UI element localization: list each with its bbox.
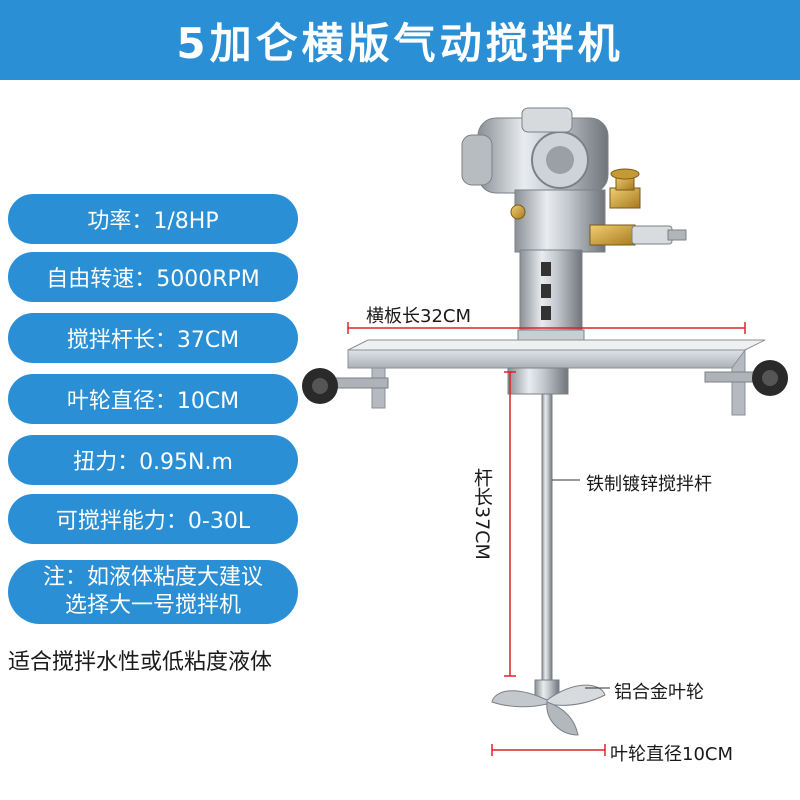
impeller-icon bbox=[491, 679, 606, 736]
spec-rod-length: 搅拌杆长：37CM bbox=[8, 313, 298, 363]
impeller-diameter-dimension bbox=[491, 744, 606, 756]
spec-impeller-diameter: 叶轮直径：10CM bbox=[8, 374, 298, 424]
mounting-plate bbox=[347, 339, 766, 416]
impeller-diameter-label: 叶轮直径10CM bbox=[610, 744, 734, 765]
spec-torque: 扭力：0.95N.m bbox=[8, 435, 298, 485]
rod-length-dimension bbox=[504, 371, 516, 677]
plate-length-dimension bbox=[347, 322, 746, 334]
usage-note: 适合搅拌水性或低粘度液体 bbox=[8, 650, 273, 675]
air-motor bbox=[461, 107, 609, 345]
note-line-1: 注：如液体粘度大建议 bbox=[42, 565, 263, 590]
page-title: 5加仑横版气动搅拌机 bbox=[176, 18, 624, 68]
air-valve-icon bbox=[510, 168, 687, 246]
title-banner: 5加仑横版气动搅拌机 bbox=[0, 0, 800, 80]
left-clamp-knob-icon bbox=[302, 368, 389, 404]
right-clamp-knob-icon bbox=[704, 360, 788, 396]
spec-capacity: 可搅拌能力：0-30L bbox=[8, 494, 298, 544]
spec-note: 注：如液体粘度大建议 选择大一号搅拌机 bbox=[8, 560, 298, 624]
rod-length-label: 杆长37CM bbox=[471, 468, 493, 560]
plate-length-label: 横板长32CM bbox=[366, 306, 472, 327]
spec-free-speed: 自由转速：5000RPM bbox=[8, 252, 298, 302]
rod-material-label: 铁制镀锌搅拌杆 bbox=[586, 474, 712, 495]
stirring-rod bbox=[541, 393, 553, 685]
impeller-material-label: 铝合金叶轮 bbox=[614, 682, 704, 703]
note-line-2: 选择大一号搅拌机 bbox=[64, 593, 241, 618]
spec-power: 功率：1/8HP bbox=[8, 194, 298, 244]
